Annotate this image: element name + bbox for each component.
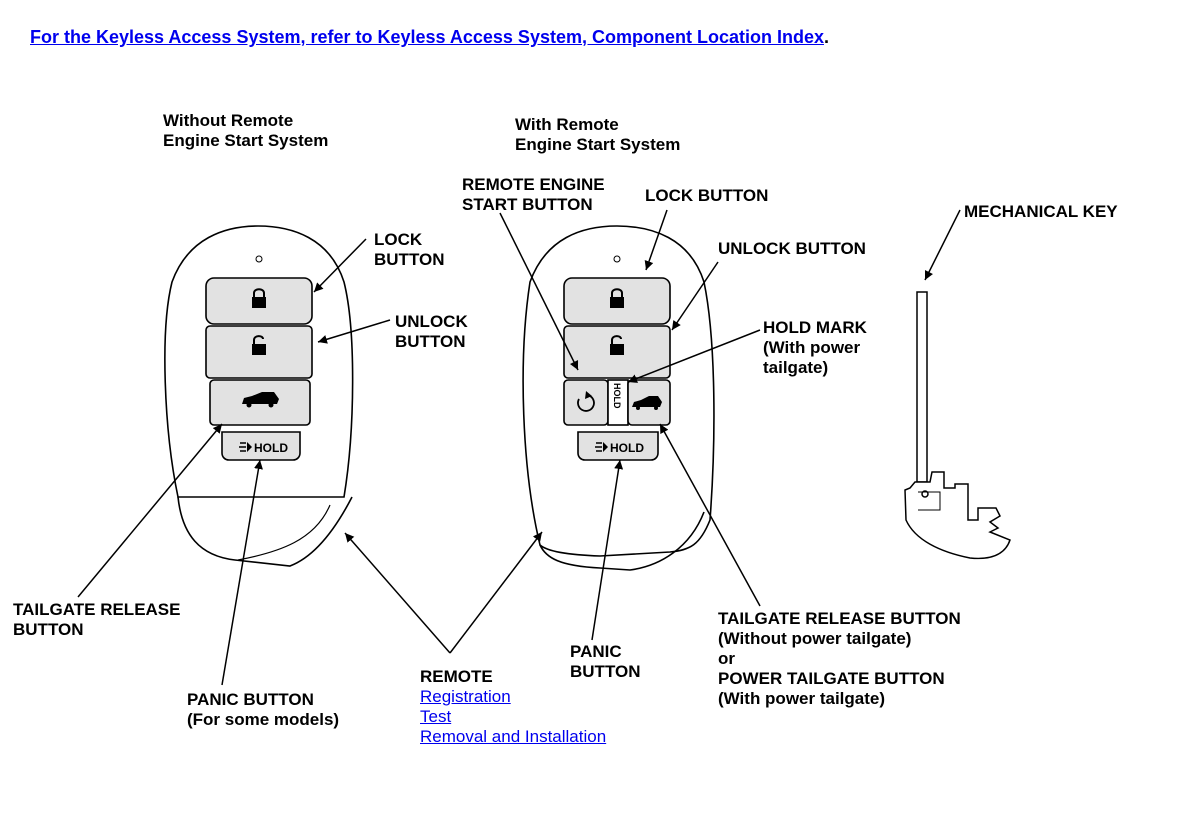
label-lock-button-right: LOCK BUTTON — [645, 186, 768, 206]
lock-icon — [252, 288, 266, 308]
label-hold-mark: HOLD MARK (With power tailgate) — [763, 318, 867, 378]
label-text: BUTTON — [570, 662, 641, 681]
fob-left-cover — [177, 496, 353, 567]
remote-links-block: REMOTE Registration Test Removal and Ins… — [420, 667, 606, 747]
key-head — [904, 471, 1011, 560]
leader-hold-mark — [627, 329, 761, 383]
fob-left-title: Without Remote Engine Start System — [163, 111, 328, 151]
keyless-access-link[interactable]: For the Keyless Access System, refer to … — [30, 27, 824, 47]
remote-start-icon — [577, 391, 595, 412]
mechanical-key — [904, 291, 1011, 560]
label-text: BUTTON — [374, 250, 445, 269]
link-period: . — [823, 27, 829, 47]
leader-lock-left — [313, 238, 367, 293]
leader-lock-right — [644, 209, 668, 271]
hold-mark-vertical-text: HOLD — [612, 383, 622, 409]
remote-test-link[interactable]: Test — [420, 707, 452, 726]
leader-tailgate-right — [659, 423, 761, 607]
label-text: UNLOCK BUTTON — [718, 239, 866, 258]
fob-right-cover — [539, 511, 705, 571]
label-panic-button-left: PANIC BUTTON (For some models) — [187, 690, 339, 730]
fob-right-panic-button — [577, 431, 659, 461]
key-blade — [916, 291, 928, 483]
fob-left-title-line2: Engine Start System — [163, 131, 329, 150]
remote-heading: REMOTE — [420, 667, 493, 686]
panic-light-icon — [239, 442, 252, 452]
leader-mechanical-key — [924, 209, 961, 281]
fob-right-remote-start-button — [563, 379, 609, 426]
label-text: POWER TAILGATE BUTTON — [718, 669, 945, 688]
label-text: BUTTON — [13, 620, 84, 639]
leader-tailgate-left — [77, 423, 223, 598]
label-text: HOLD MARK — [763, 318, 867, 337]
label-text: (With power — [763, 338, 861, 357]
fob-left-cover-inner — [237, 504, 331, 561]
label-text: TAILGATE RELEASE BUTTON — [718, 609, 961, 628]
label-tailgate-release-left: TAILGATE RELEASE BUTTON — [13, 600, 181, 640]
fob-left-panic-button — [221, 431, 301, 461]
tailgate-car-icon — [242, 392, 279, 408]
fob-right-title-line2: Engine Start System — [515, 135, 681, 154]
label-lock-button-left: LOCK BUTTON — [374, 230, 445, 270]
leader-panic-right — [591, 459, 624, 641]
label-panic-button-right: PANIC BUTTON — [570, 642, 641, 682]
leader-panic-left — [221, 459, 263, 686]
fob-left-led — [255, 255, 263, 263]
label-mechanical-key: MECHANICAL KEY — [964, 202, 1118, 222]
fob-right-title-line1: With Remote — [515, 115, 619, 134]
label-text: tailgate) — [763, 358, 829, 377]
remote-registration-link[interactable]: Registration — [420, 687, 511, 706]
label-text: START BUTTON — [462, 195, 593, 214]
fob-left-hold-text: HOLD — [254, 441, 288, 455]
fob-right-led — [613, 255, 621, 263]
label-text: TAILGATE RELEASE — [13, 600, 181, 619]
label-text: (Without power tailgate) — [718, 629, 912, 648]
fob-right-hold-text: HOLD — [610, 441, 644, 455]
label-text: (With power tailgate) — [718, 689, 886, 708]
leader-lines — [77, 209, 961, 686]
label-text: BUTTON — [395, 332, 466, 351]
panic-light-icon — [595, 442, 608, 452]
unlock-icon — [610, 335, 624, 355]
label-text: PANIC — [570, 642, 622, 661]
label-text: PANIC BUTTON — [187, 690, 314, 709]
leader-remote-to-right — [449, 531, 543, 654]
label-text: REMOTE ENGINE — [462, 175, 605, 194]
label-text: LOCK — [374, 230, 423, 249]
label-text: MECHANICAL KEY — [964, 202, 1118, 221]
label-remote-engine-start: REMOTE ENGINE START BUTTON — [462, 175, 605, 215]
unlock-icon — [252, 335, 266, 355]
label-tailgate-release-right: TAILGATE RELEASE BUTTON (Without power t… — [718, 609, 961, 709]
label-text: UNLOCK — [395, 312, 468, 331]
label-text: (For some models) — [187, 710, 340, 729]
fob-left-title-line1: Without Remote — [163, 111, 294, 130]
keyless-access-reference: For the Keyless Access System, refer to … — [30, 27, 829, 48]
leader-remote-engine-start — [499, 212, 579, 371]
lock-icon — [610, 288, 624, 308]
leader-unlock-left — [317, 319, 391, 344]
leader-remote-to-left — [344, 532, 451, 654]
fob-right-title: With Remote Engine Start System — [515, 115, 680, 155]
label-unlock-button-left: UNLOCK BUTTON — [395, 312, 468, 352]
label-text: LOCK BUTTON — [645, 186, 769, 205]
label-text: or — [718, 649, 735, 668]
leader-unlock-right — [671, 261, 719, 331]
tailgate-car-icon — [632, 396, 662, 410]
label-unlock-button-right: UNLOCK BUTTON — [718, 239, 866, 259]
remote-removal-installation-link[interactable]: Removal and Installation — [420, 727, 607, 746]
